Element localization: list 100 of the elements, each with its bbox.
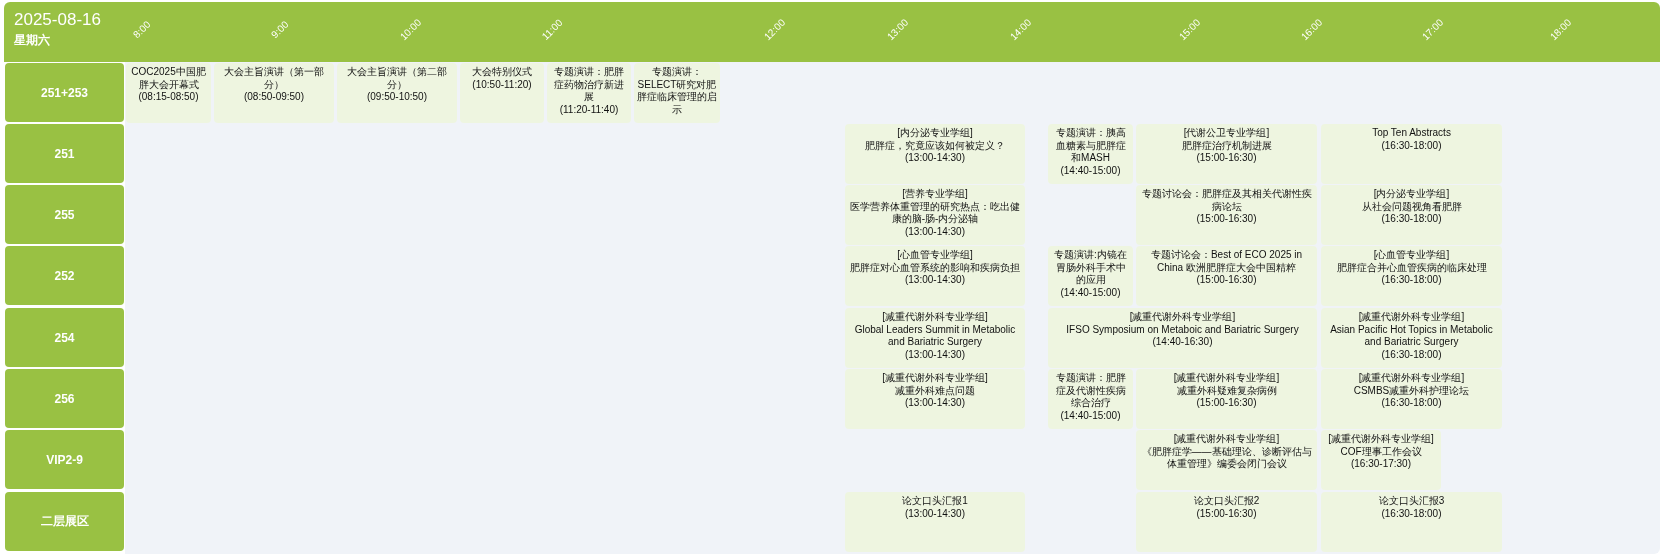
session-text: 论文口头汇报1: [901, 495, 969, 508]
session-text: COC2025中国肥胖大会开幕式: [130, 66, 207, 92]
session-text: 肥胖症合并心血管疾病的临床处理: [1335, 261, 1488, 275]
session-text: (15:00-16:30): [1195, 152, 1258, 165]
session-card: [845, 124, 1025, 184]
session-text: (15:00-16:30): [1195, 213, 1258, 226]
session-card: [1321, 185, 1502, 245]
time-tick-label: 9:00: [268, 18, 291, 41]
session-card: [1321, 308, 1502, 368]
session-text: (15:00-16:30): [1195, 274, 1258, 287]
session-text: 论文口头汇报3: [1377, 495, 1446, 508]
session-text: 大会主旨演讲（第二部分）: [346, 66, 448, 92]
session-text: [减重代谢外科专业学组]: [1357, 311, 1466, 324]
session-text: 医学营养体重管理的研究热点：吃出健康的脑-肠-内分泌轴: [849, 200, 1021, 226]
session-card: [634, 63, 720, 123]
session-text: (16:30-18:00): [1380, 139, 1443, 153]
session-text: [减重代谢外科专业学组]: [881, 372, 989, 385]
session-card: [1136, 492, 1317, 552]
session-card: [547, 63, 631, 123]
session-card: [1321, 124, 1502, 184]
session-card: [845, 246, 1025, 306]
session-text: (10:50-11:20): [471, 78, 533, 92]
session-card: [214, 63, 334, 123]
session-text: Global Leaders Summit in Metabolic and Bariatric Surgery: [853, 323, 1017, 349]
session-text: [代谢公卫专业学组]: [1182, 127, 1271, 140]
session-card: [845, 185, 1025, 245]
session-text: [内分泌专业学组]: [896, 127, 974, 140]
session-card: [1048, 369, 1133, 429]
session-text: (14:40-16:30): [1151, 336, 1214, 349]
session-text: (13:00-14:30): [903, 152, 966, 165]
session-text: 专题演讲：肥胖症及代谢性疾病综合治疗: [1054, 372, 1127, 410]
session-text: [减重代谢外科专业学组]: [1128, 311, 1237, 324]
session-text: (16:30-18:00): [1380, 213, 1443, 226]
session-text: (11:20-11:40): [558, 103, 620, 117]
session-text: (08:50-09:50): [242, 91, 305, 104]
session-text: [心血管专业学组]: [896, 249, 974, 262]
session-text: 大会主旨演讲（第一部分）: [223, 66, 325, 92]
time-tick-label: 8:00: [130, 18, 153, 41]
session-card: [1321, 430, 1441, 490]
session-text: (08:15-08:50): [137, 91, 200, 104]
session-text: [营养专业学组]: [901, 188, 969, 201]
session-card: [1136, 369, 1317, 429]
room-label: 254: [5, 308, 124, 367]
session-card: [845, 492, 1025, 552]
room-label: 252: [5, 246, 124, 305]
session-text: 论文口头汇报2: [1192, 495, 1261, 508]
session-text: (16:30-18:00): [1380, 507, 1443, 521]
session-text: (16:30-18:00): [1380, 348, 1443, 362]
session-text: [心血管专业学组]: [1372, 249, 1451, 262]
session-text: [减重代谢外科专业学组]: [1172, 433, 1281, 446]
session-text: (14:40-15:00): [1059, 286, 1122, 300]
session-text: (14:40-15:00): [1059, 409, 1122, 423]
session-text: 专题演讲:内镜在胃肠外科手术中的应用: [1053, 249, 1128, 287]
room-label: 256: [5, 369, 124, 428]
session-card: [1321, 246, 1502, 306]
session-text: 专题讨论会：肥胖症及其相关代谢性疾病论坛: [1140, 188, 1313, 214]
session-text: Asian Pacific Hot Topics in Metabolic and Bariatric Surgery: [1329, 323, 1494, 349]
session-card: [1321, 492, 1502, 552]
session-card: [1136, 430, 1317, 490]
session-text: 大会特别仪式: [471, 66, 533, 79]
room-label: 251+253: [5, 63, 124, 122]
session-text: 减重外科难点问题: [894, 384, 976, 398]
room-label: VIP2-9: [5, 430, 124, 489]
session-text: 从社会问题视角看肥胖: [1360, 200, 1463, 214]
session-text: (16:30-17:30): [1349, 458, 1412, 471]
session-text: 专题演讲：SELECT研究对肥胖症临床管理的启示: [637, 66, 717, 117]
session-card: [337, 63, 457, 123]
session-text: (13:00-14:30): [903, 348, 966, 362]
session-card: [1136, 246, 1317, 306]
session-card: [1048, 308, 1317, 368]
session-text: (14:40-15:00): [1059, 164, 1122, 178]
session-text: IFSO Symposium on Metaboic and Bariatric Surgery: [1065, 323, 1300, 337]
session-card: [126, 63, 211, 123]
session-text: [减重代谢外科专业学组]: [881, 311, 989, 324]
session-card: [460, 63, 544, 123]
session-text: [减重代谢外科专业学组]: [1357, 372, 1466, 385]
room-label: 二层展区: [5, 492, 124, 551]
session-text: [减重代谢外科专业学组]: [1172, 372, 1281, 385]
session-text: 肥胖症治疗机制进展: [1180, 139, 1273, 153]
session-text: (15:00-16:30): [1195, 397, 1258, 410]
room-label: 255: [5, 185, 124, 244]
session-text: 《肥胖症学——基础理论、诊断评估与体重管理》编委会闭门会议: [1140, 445, 1313, 471]
session-card: [845, 308, 1025, 368]
session-text: 专题演讲：肥胖症药物治疗新进展: [553, 66, 625, 104]
session-card: [1136, 185, 1317, 245]
session-text: (16:30-18:00): [1380, 274, 1443, 287]
session-text: (13:00-14:30): [903, 397, 966, 410]
session-text: (13:00-14:30): [903, 274, 966, 287]
session-card: [845, 369, 1025, 429]
session-text: (15:00-16:30): [1195, 507, 1258, 521]
session-text: (09:50-10:50): [365, 91, 428, 104]
session-card: [1048, 124, 1133, 184]
session-text: [减重代谢外科专业学组]: [1327, 433, 1435, 446]
session-text: [内分泌专业学组]: [1372, 188, 1451, 201]
session-card: [1048, 246, 1133, 306]
session-text: CSMBS减重外科护理论坛: [1352, 384, 1471, 398]
session-text: 减重外科疑难复杂病例: [1175, 384, 1278, 398]
session-card: [1136, 124, 1317, 184]
date-title: 2025-08-16: [14, 10, 101, 30]
weekday-label: 星期六: [14, 32, 50, 49]
